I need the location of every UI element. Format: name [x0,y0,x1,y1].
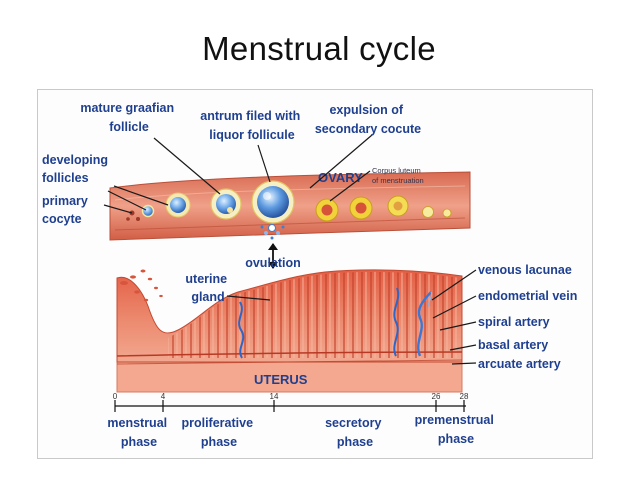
slide-title: Menstrual cycle [202,30,436,67]
label-endometrial-vein: endometrial vein [478,289,577,303]
graafian-follicle [210,188,242,220]
phase-secretory: secretory phase [325,416,385,449]
label-basal-artery: basal artery [478,338,548,352]
label-venous-lacunae: venous lacunae [478,263,572,277]
uterus-label: UTERUS [254,372,308,387]
developing-follicle-small [141,204,155,218]
tick-day-14: 14 [270,392,279,401]
ovulation-release [260,224,285,240]
phase-menstrual: menstrual phase [107,416,170,449]
corpus-albicans-1 [422,206,434,218]
label-antrum: antrum filed with liquor follicule [200,109,303,142]
phase-proliferative: proliferative phase [181,416,256,449]
phase-premenstrual: premenstrual phase [415,413,498,446]
diagram-labels: mature graafian follicle antrum filed wi… [42,101,577,371]
ovary-label: OVARY [318,170,363,185]
tick-day-28: 28 [460,392,469,401]
spiral-artery [238,301,245,359]
endometrial-vein [393,287,400,357]
leader-lines [103,134,477,365]
developing-follicle-medium [165,192,191,218]
tick-day-0: 0 [113,392,118,401]
cycle-timeline: 0 4 14 26 28 menstrual phase proliferati… [107,392,498,449]
corpus-albicans-2 [442,208,452,218]
uterus: UTERUS [116,269,463,393]
label-mature-graafian: mature graafian follicle [80,101,177,134]
label-ovulation: ovulation [245,256,301,270]
corpus-luteum-1 [315,198,339,222]
label-arcuate-artery: arcuate artery [478,357,561,371]
label-uterine-gland: uterine gland [185,272,230,304]
venous-lacuna [417,291,432,357]
ovulation-arrow [268,243,278,269]
tick-day-4: 4 [161,392,166,401]
label-developing-follicles: developing follicles [42,153,111,185]
ovary: OVARY [109,170,471,241]
mature-follicle [251,180,295,224]
label-primary-oocyte: primary cocyte [42,194,91,226]
corpus-luteum-3 [387,195,409,217]
shedding-fragments [120,269,163,302]
corpus-luteum-2 [349,196,373,220]
label-corpus-luteum: Corpus luteum of menstruation [372,166,424,185]
label-expulsion: expulsion of secondary cocute [315,103,421,136]
tick-day-26: 26 [432,392,441,401]
label-spiral-artery: spiral artery [478,315,550,329]
